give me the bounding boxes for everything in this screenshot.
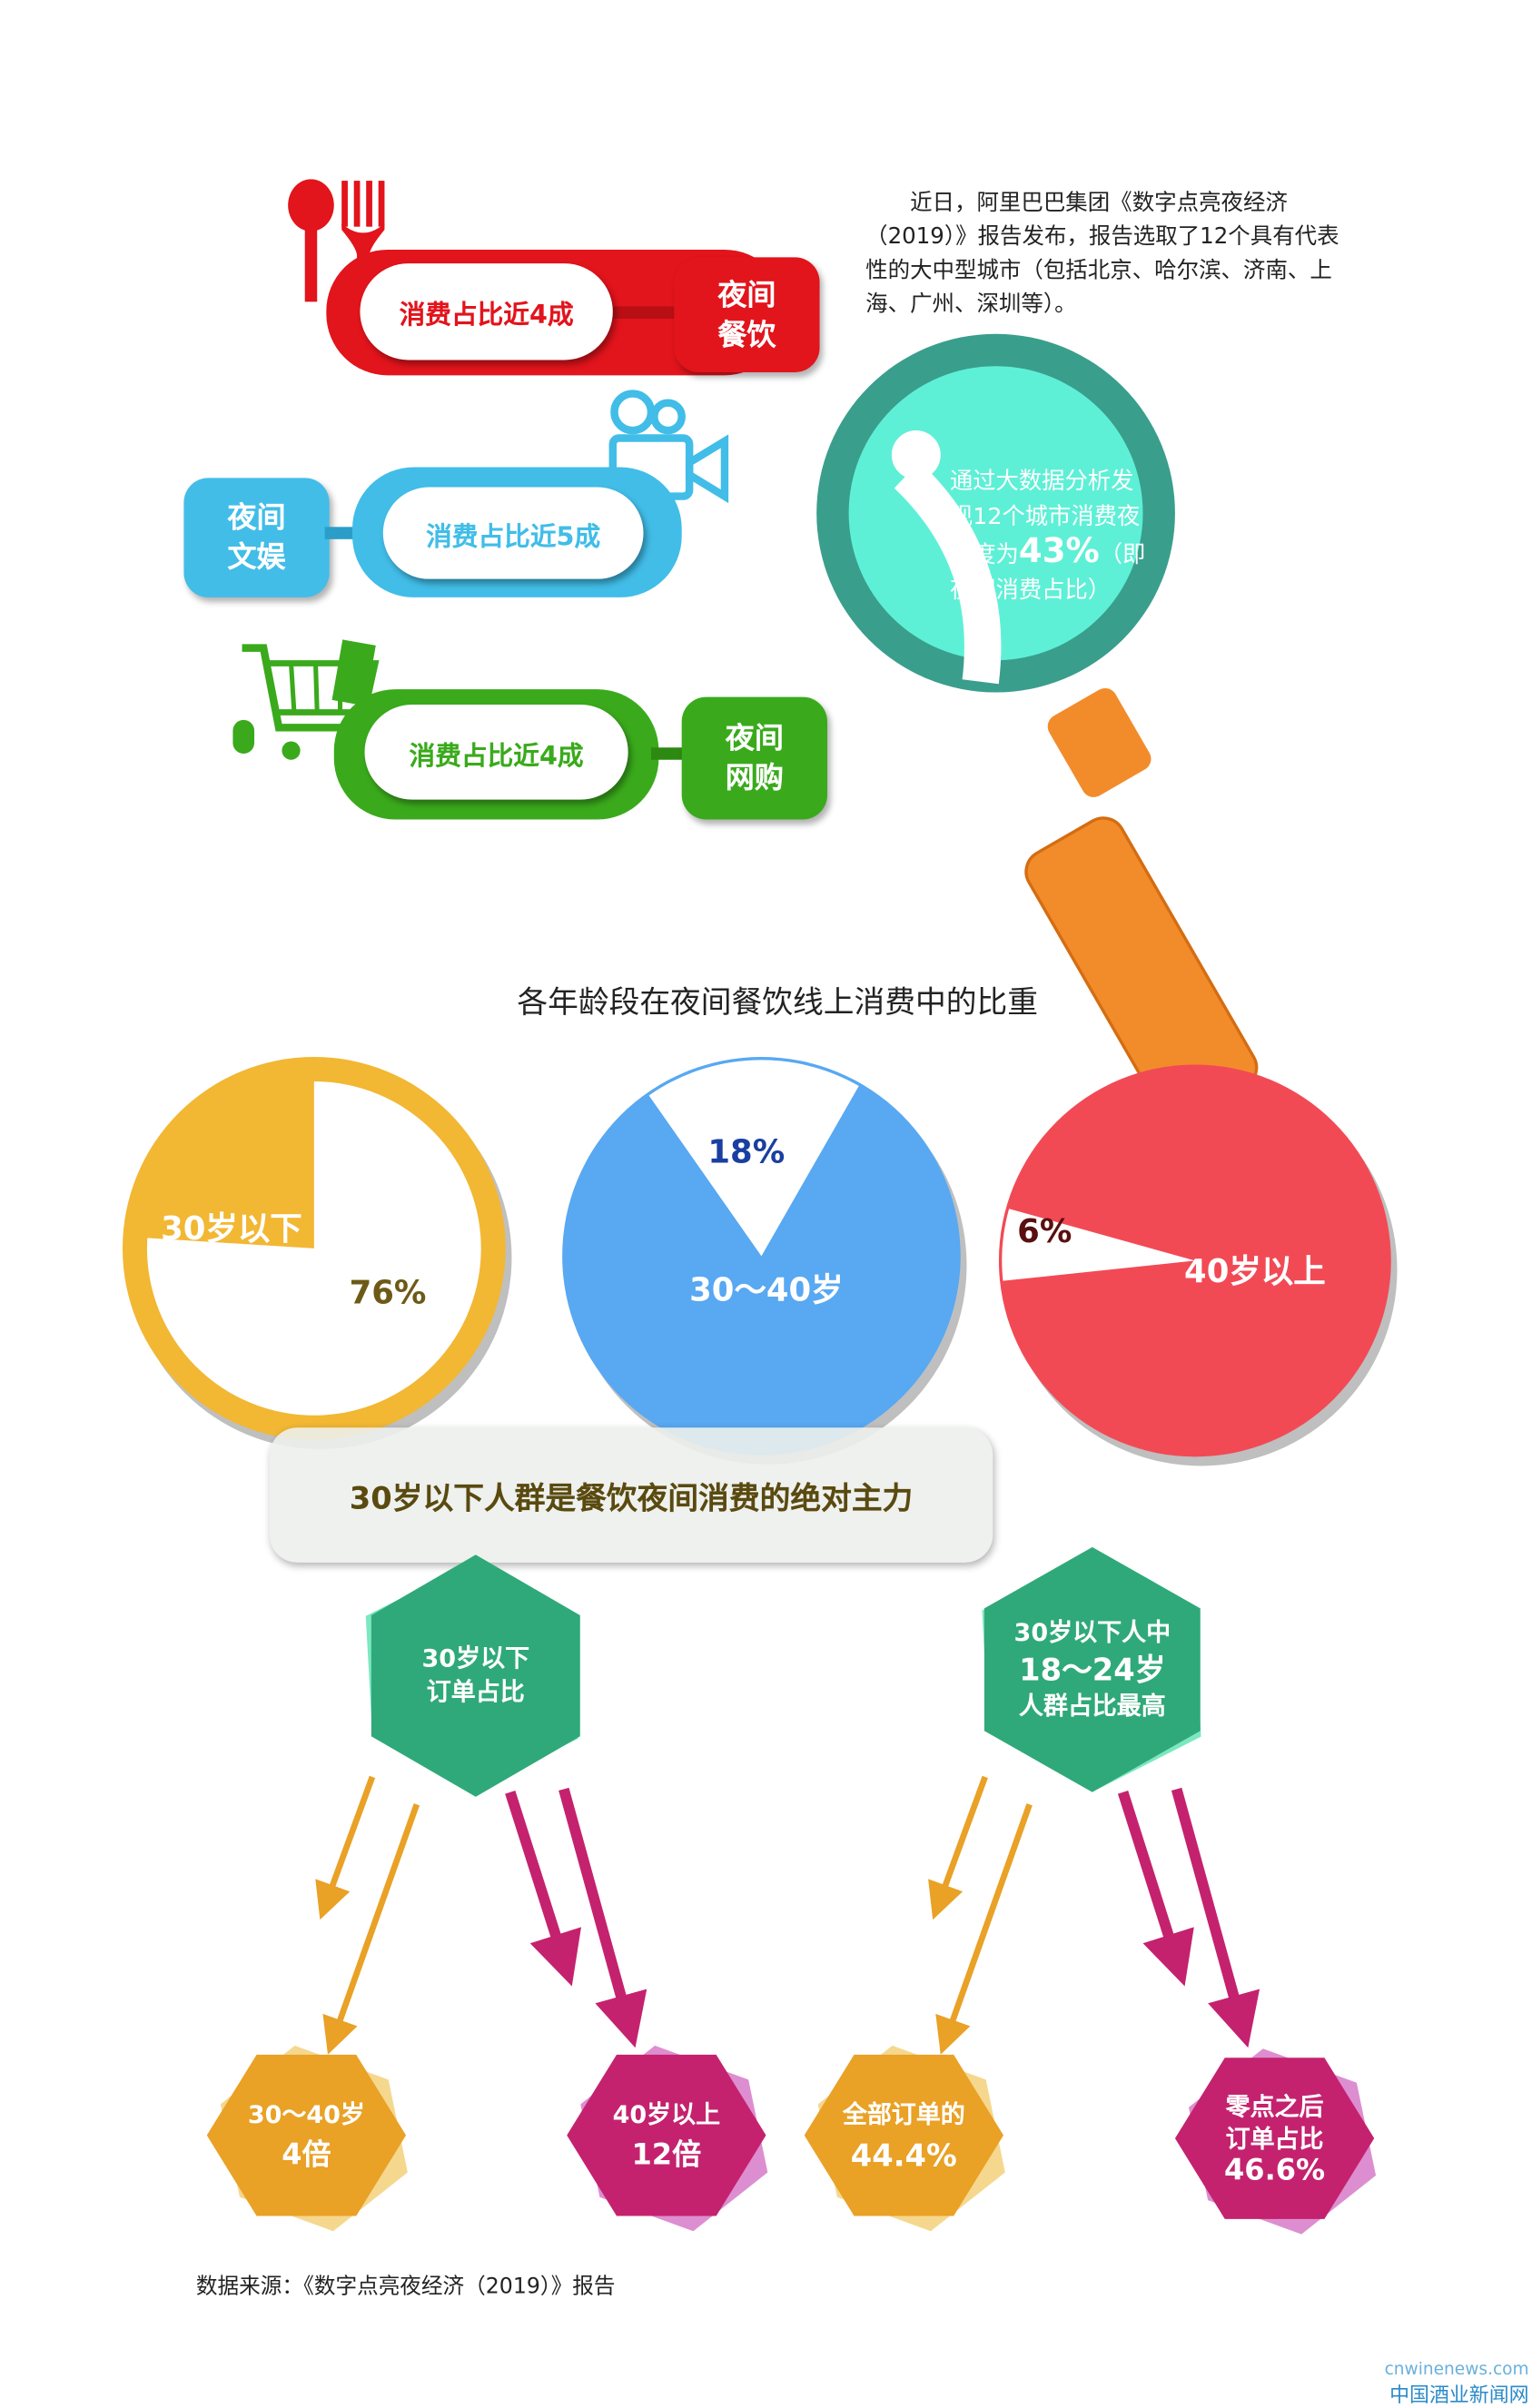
night-consumption-percent: 43% [1018,533,1100,572]
pie-slice-2 [1002,1209,1195,1281]
magnifier-graphic [816,333,1259,1123]
chart-title: 各年龄段在夜间餐饮线上消费中的比重 [517,983,1038,1021]
shopping-name: 夜间网购 [725,721,784,795]
watermark: cnwinenews.com 中国酒业新闻网 [1384,2358,1529,2408]
entertainment-name-box: 夜间文娱 [183,478,330,597]
pie-label-under-30: 30岁以下 [161,1209,302,1248]
pie-value-over-40: 6% [1017,1213,1072,1250]
shopping-share-label: 消费占比近4成 [364,705,628,800]
pie-label-over-40: 40岁以上 [1184,1252,1326,1290]
dining-name: 夜间餐饮 [717,278,776,352]
pie-slice-1 [648,1060,859,1257]
hex-under-30-orders: 30岁以下订单占比 [371,1554,580,1797]
entertainment-name: 夜间文娱 [227,500,286,575]
entertainment-share-label: 消费占比近5成 [382,487,644,579]
pie-slice-0 [146,1081,481,1416]
intro-text: 近日，阿里巴巴集团《数字点亮夜经济（2019）》报告发布，报告选取了12个具有代… [865,191,1339,318]
arrows [315,1775,1260,2055]
pie-label-30-40: 30～40岁 [689,1271,844,1308]
pie-value-under-30: 76% [349,1274,427,1312]
magnifier-text: 通过大数据分析发 现12个城市消费夜 化度为43%（即 夜间消费占比） [949,467,1146,604]
dining-share-label: 消费占比近4成 [360,263,613,360]
pie-charts [122,1057,1398,1466]
pie-value-30-40: 18% [707,1133,786,1170]
data-source: 数据来源：《数字点亮夜经济（2019）》报告 [195,2275,616,2300]
pie-2-background [998,1064,1391,1457]
shopping-name-box: 夜间网购 [681,696,827,820]
shopping-cart-icon [232,639,380,760]
dining-name-box: 夜间餐饮 [674,257,820,372]
conclusion-banner: 30岁以下人群是餐饮夜间消费的绝对主力 [269,1427,993,1563]
